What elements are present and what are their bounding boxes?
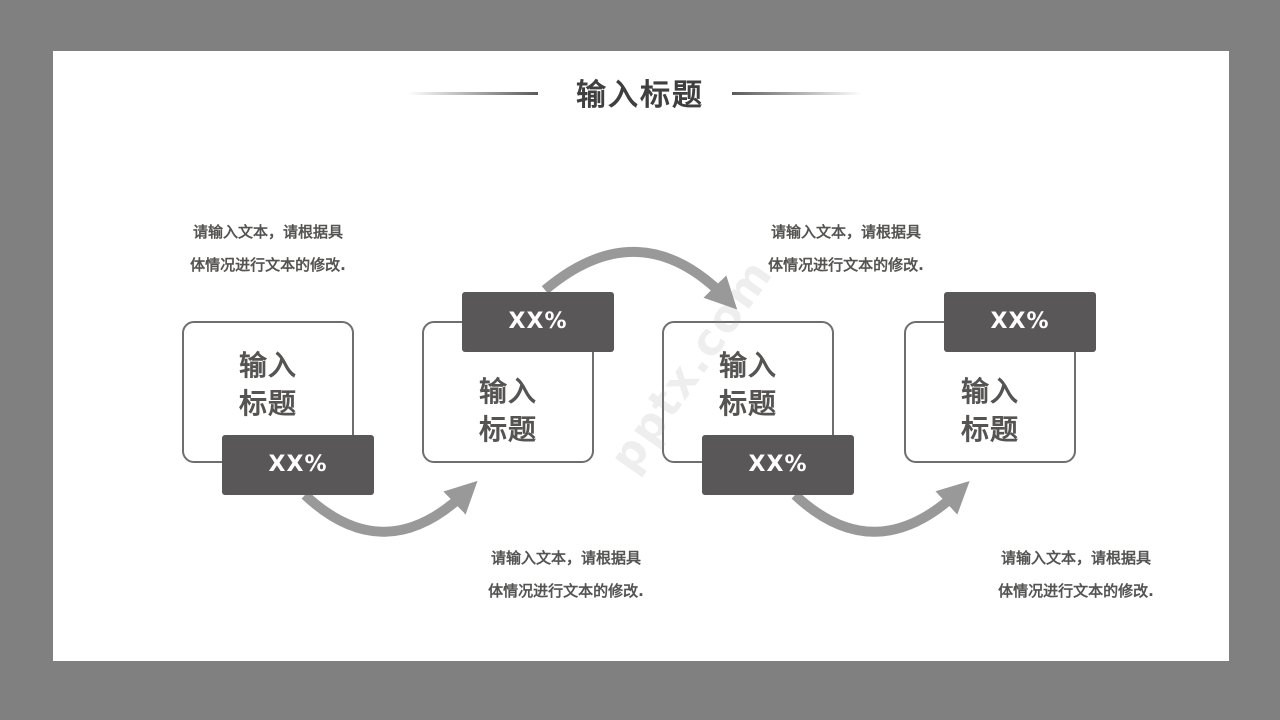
arrow-step1-to-step2-icon	[301, 480, 478, 537]
slide-title: 输入标题	[576, 78, 704, 113]
step-1-title-line1: 输入	[238, 349, 297, 382]
step-1-desc-line1: 请输入文本，请根据具	[192, 223, 343, 241]
step-4-desc-line1: 请输入文本，请根据具	[1000, 549, 1151, 567]
step-2-title-line1: 输入	[478, 375, 537, 408]
step-1-description: 请输入文本，请根据具 体情况进行文本的修改.	[148, 216, 388, 282]
step-4-desc-line2: 体情况进行文本的修改.	[998, 582, 1154, 600]
title-decor-line-left	[408, 92, 538, 95]
step-2-desc-line2: 体情况进行文本的修改.	[488, 582, 644, 600]
step-4-title-line1: 输入	[960, 375, 1019, 408]
step-4-description: 请输入文本，请根据具 体情况进行文本的修改.	[956, 542, 1196, 608]
step-1-title-line2: 标题	[238, 387, 297, 420]
step-3-badge: XX%	[702, 435, 854, 495]
step-4-badge: XX%	[944, 292, 1096, 352]
step-1-desc-line2: 体情况进行文本的修改.	[190, 256, 346, 274]
step-2-badge: XX%	[462, 292, 614, 352]
step-1-badge: XX%	[222, 435, 374, 495]
title-decor-line-right	[732, 92, 862, 95]
step-3-title-line1: 输入	[718, 349, 777, 382]
arrow-step2-to-step3-icon	[541, 247, 738, 310]
arrow-step3-to-step4-icon	[791, 481, 970, 537]
step-2-description: 请输入文本，请根据具 体情况进行文本的修改.	[446, 542, 686, 608]
step-3-description: 请输入文本，请根据具 体情况进行文本的修改.	[726, 216, 966, 282]
step-4-title-line2: 标题	[960, 413, 1019, 446]
step-2-desc-line1: 请输入文本，请根据具	[490, 549, 641, 567]
step-2-title-line2: 标题	[478, 413, 537, 446]
step-3-desc-line2: 体情况进行文本的修改.	[768, 256, 924, 274]
step-3-desc-line1: 请输入文本，请根据具	[770, 223, 921, 241]
step-3-title-line2: 标题	[718, 387, 777, 420]
